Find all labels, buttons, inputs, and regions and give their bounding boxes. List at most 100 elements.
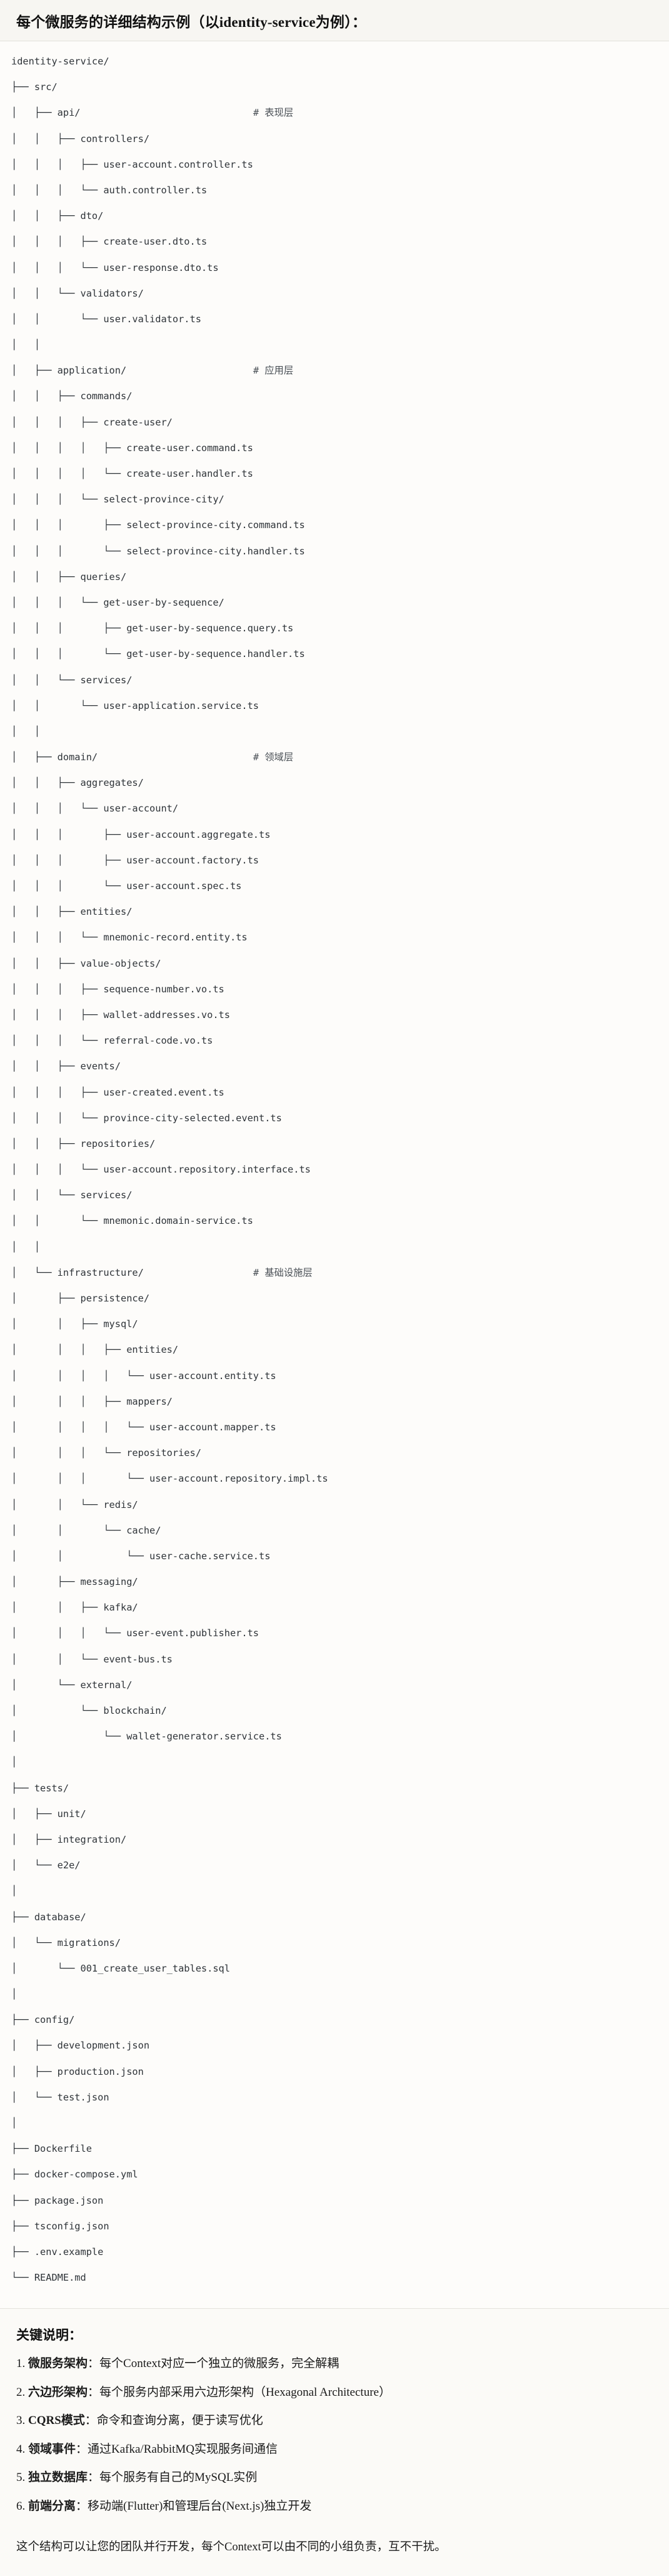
tree-line-text: │ │ └── services/: [11, 674, 133, 686]
tree-line: │ ├── persistence/: [11, 1292, 669, 1305]
tree-line: │ │ │ ├── create-user/: [11, 416, 669, 429]
tree-line: │ ├── unit/: [11, 1808, 669, 1821]
tree-line-text: │ ├── production.json: [11, 2065, 144, 2077]
tree-line: │: [11, 1988, 669, 2001]
tree-line: │ │ │ └── get-user-by-sequence.handler.t…: [11, 648, 669, 661]
tree-line-text: │ │ └── user.validator.ts: [11, 313, 201, 325]
tree-line: │ │ ├── queries/: [11, 571, 669, 584]
tree-line: │ │ │ └── user-account.spec.ts: [11, 880, 669, 893]
tree-line-text: │ │ │ ├── entities/: [11, 1344, 179, 1356]
tree-line: │ └── 001_create_user_tables.sql: [11, 1962, 669, 1975]
tree-line-text: │ │ │ ├── get-user-by-sequence.query.ts: [11, 623, 294, 634]
tree-line: │ │ │ └── user-account.repository.impl.t…: [11, 1472, 669, 1485]
tree-line: ├── .env.example: [11, 2246, 669, 2259]
key-point-number: 5.: [16, 2471, 26, 2485]
tree-line-text: │ │ │ ├── create-user/: [11, 416, 173, 428]
tree-line-text: │ │ │ ├── user-account.controller.ts: [11, 158, 253, 170]
tree-line: │ │ │ ├── sequence-number.vo.ts: [11, 983, 669, 996]
tree-line: │ └── test.json: [11, 2091, 669, 2104]
key-point-text: ：通过Kafka/RabbitMQ实现服务间通信: [76, 2442, 278, 2456]
tree-line-text: │ ├── application/: [11, 365, 127, 377]
tree-line-comment: # 领域层: [253, 751, 294, 763]
tree-line-text: │ │ ├── repositories/: [11, 1138, 156, 1149]
tree-line: │ │ └── validators/: [11, 287, 669, 300]
tree-line: │ ├── production.json: [11, 2065, 669, 2079]
tree-line: ├── database/: [11, 1911, 669, 1924]
tree-line-text: │ ├── development.json: [11, 2040, 150, 2052]
tree-line-text: │ │ └── validators/: [11, 287, 144, 299]
tree-line: │ └── migrations/: [11, 1937, 669, 1950]
tree-line-text: ├── tests/: [11, 1782, 69, 1794]
tree-line: │ │ │ ├── user-created.event.ts: [11, 1086, 669, 1099]
tree-line: │ │ ├── value-objects/: [11, 957, 669, 970]
directory-tree-block: identity-service/ ├── src/ │ ├── api/ # …: [0, 41, 669, 2309]
tree-line-text: │ │: [11, 339, 41, 351]
tree-line: │: [11, 1885, 669, 1898]
tree-line: │ └── e2e/: [11, 1859, 669, 1872]
tree-line: ├── tsconfig.json: [11, 2220, 669, 2233]
tree-line: │ │ │ │ └── user-account.mapper.ts: [11, 1421, 669, 1434]
tree-line: │: [11, 2117, 669, 2130]
tree-line-text: ├── package.json: [11, 2194, 104, 2206]
tree-line: ├── docker-compose.yml: [11, 2168, 669, 2181]
tree-line: │ │ ├── kafka/: [11, 1601, 669, 1614]
tree-line: │ │: [11, 339, 669, 352]
key-point-label: 领域事件: [28, 2442, 76, 2456]
tree-line-text: │ │ └── mnemonic.domain-service.ts: [11, 1215, 253, 1227]
tree-line-text: │ │ │ └── select-province-city.handler.t…: [11, 545, 305, 557]
tree-line: │ │ │ └── user-account.repository.interf…: [11, 1163, 669, 1176]
tree-line-text: │ │ └── cache/: [11, 1524, 161, 1536]
tree-line: │ │ │ └── province-city-selected.event.t…: [11, 1112, 669, 1125]
key-point-item: 2. 六边形架构：每个服务内部采用六边形架构（Hexagonal Archite…: [16, 2384, 653, 2402]
tree-line-text: │ ├── domain/: [11, 751, 98, 763]
key-point-number: 6.: [16, 2499, 26, 2513]
tree-line-text: │ │ │ ├── create-user.dto.ts: [11, 236, 208, 248]
directory-tree-code: identity-service/ ├── src/ │ ├── api/ # …: [11, 55, 669, 2284]
tree-line-text: │ │ │ ├── user-created.event.ts: [11, 1086, 224, 1098]
tree-line: │ ├── integration/: [11, 1833, 669, 1846]
tree-line-text: │ └── external/: [11, 1679, 133, 1691]
tree-line-text: │ ├── messaging/: [11, 1576, 138, 1588]
tree-line: │ │ │ └── auth.controller.ts: [11, 184, 669, 197]
tree-line: │ ├── domain/ # 领域层: [11, 751, 669, 764]
key-point-number: 1.: [16, 2357, 26, 2371]
tree-line-text: │ │ │ └── user-response.dto.ts: [11, 262, 219, 273]
tree-line-text: │ │ │ ├── sequence-number.vo.ts: [11, 983, 224, 995]
tree-line-text: │ │ │ │ └── user-account.mapper.ts: [11, 1421, 276, 1433]
tree-line: │ │ │ └── mnemonic-record.entity.ts: [11, 931, 669, 944]
tree-line-text: │ │ │ │ └── create-user.handler.ts: [11, 468, 253, 480]
tree-line: │ │ └── user.validator.ts: [11, 313, 669, 326]
closing-paragraph: 这个结构可以让您的团队并行开发，每个Context可以由不同的小组负责，互不干扰…: [0, 2532, 669, 2573]
key-point-label: 微服务架构: [28, 2357, 88, 2371]
key-point-number: 3.: [16, 2414, 26, 2428]
key-point-label: 独立数据库: [28, 2471, 88, 2485]
tree-line-text: ├── database/: [11, 1911, 86, 1923]
tree-line-text: │ │ │ ├── wallet-addresses.vo.ts: [11, 1009, 230, 1021]
tree-line: │ │ │ ├── user-account.controller.ts: [11, 158, 669, 171]
tree-line: └── README.md: [11, 2271, 669, 2284]
tree-line: │ │ └── user-cache.service.ts: [11, 1550, 669, 1563]
tree-line: │ │ ├── dto/: [11, 210, 669, 223]
key-points-title: 关键说明：: [16, 2328, 82, 2343]
tree-line: identity-service/: [11, 55, 669, 68]
tree-line: │ │ └── redis/: [11, 1499, 669, 1512]
tree-line: ├── config/: [11, 2013, 669, 2027]
tree-line: │ │ ├── events/: [11, 1060, 669, 1073]
tree-line: │ │ │ ├── create-user.dto.ts: [11, 235, 669, 248]
tree-line: │ ├── api/ # 表现层: [11, 106, 669, 120]
tree-line-text: │ │ │ ├── mappers/: [11, 1395, 173, 1407]
tree-line-text: │ │ │ └── get-user-by-sequence.handler.t…: [11, 648, 305, 660]
tree-line: ├── src/: [11, 81, 669, 94]
tree-line-text: │ │ └── event-bus.ts: [11, 1653, 173, 1665]
key-point-number: 4.: [16, 2442, 26, 2456]
tree-line-comment: # 表现层: [253, 107, 294, 119]
tree-line: │ │: [11, 1241, 669, 1254]
tree-line-text: ├── src/: [11, 81, 58, 93]
tree-line: │ │ │ └── user-account/: [11, 802, 669, 815]
tree-line-text: │ │ ├── dto/: [11, 210, 104, 222]
tree-line: │ │ │ │ └── create-user.handler.ts: [11, 467, 669, 481]
tree-line-text: │ │ ├── events/: [11, 1061, 121, 1072]
tree-line-text: │ └── migrations/: [11, 1937, 121, 1948]
tree-line: │ │ │ └── get-user-by-sequence/: [11, 596, 669, 609]
